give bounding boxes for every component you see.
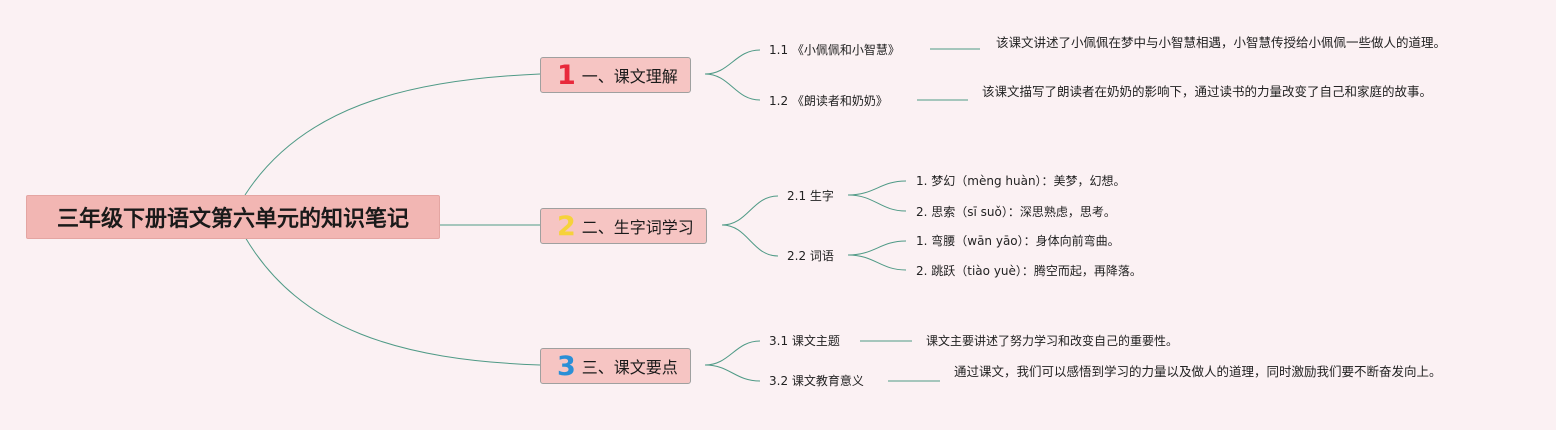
link-b2-s2 [721,224,779,257]
note-1-1: 该课文讲述了小佩佩在梦中与小智慧相遇，小智慧传授给小佩佩一些做人的道理。 [996,35,1447,50]
link-root-b1 [244,73,541,196]
item-2-1-1[interactable]: 1. 梦幻（mèng huàn）：美梦，幻想。 [916,174,1126,188]
branch-1-label: 一、课文理解 [581,67,678,86]
link-s22-i1 [847,240,907,256]
subtopic-3-2[interactable]: 3.2 课文教育意义 [769,374,864,388]
note-3-2: 通过课文，我们可以感悟到学习的力量以及做人的道理，同时激励我们要不断奋发向上。 [954,364,1442,379]
item-2-1-2[interactable]: 2. 思索（sī suǒ）：深思熟虑，思考。 [916,205,1116,219]
subtopic-1-2[interactable]: 1.2 《朗读者和奶奶》 [769,94,888,108]
subtopic-2-2[interactable]: 2.2 词语 [787,249,834,263]
link-s21-i2 [847,194,907,212]
subtopic-2-1[interactable]: 2.1 生字 [787,189,834,203]
branch-2-label: 二、生字词学习 [581,218,694,237]
note-1-2: 该课文描写了朗读者在奶奶的影响下，通过读书的力量改变了自己和家庭的故事。 [982,84,1433,99]
item-2-2-1[interactable]: 1. 弯腰（wān yāo）：身体向前弯曲。 [916,234,1120,248]
number-3-icon: 3 [557,350,576,382]
link-b2-s1 [721,195,779,226]
number-1-icon: 1 [557,59,576,91]
subtopic-3-1[interactable]: 3.1 课文主题 [769,334,840,348]
link-b1-s2 [704,73,761,101]
branch-3[interactable]: 3 三、课文要点 [540,348,691,384]
link-s21-i1 [847,180,907,196]
link-b3-s1 [704,340,761,366]
link-root-b3 [244,236,541,366]
number-2-icon: 2 [557,210,576,242]
branch-2[interactable]: 2 二、生字词学习 [540,208,707,244]
subtopic-1-1[interactable]: 1.1 《小佩佩和小智慧》 [769,43,900,57]
root-title: 三年级下册语文第六单元的知识笔记 [56,207,409,232]
branch-3-label: 三、课文要点 [581,358,678,377]
item-2-2-2[interactable]: 2. 跳跃（tiào yuè）：腾空而起，再降落。 [916,264,1142,278]
note-3-1: 课文主要讲述了努力学习和改变自己的重要性。 [926,334,1179,348]
root-topic[interactable]: 三年级下册语文第六单元的知识笔记 [26,195,440,239]
link-s22-i2 [847,254,907,271]
branch-1[interactable]: 1 一、课文理解 [540,57,691,93]
link-b3-s2 [704,364,761,382]
link-b1-s1 [704,49,761,75]
